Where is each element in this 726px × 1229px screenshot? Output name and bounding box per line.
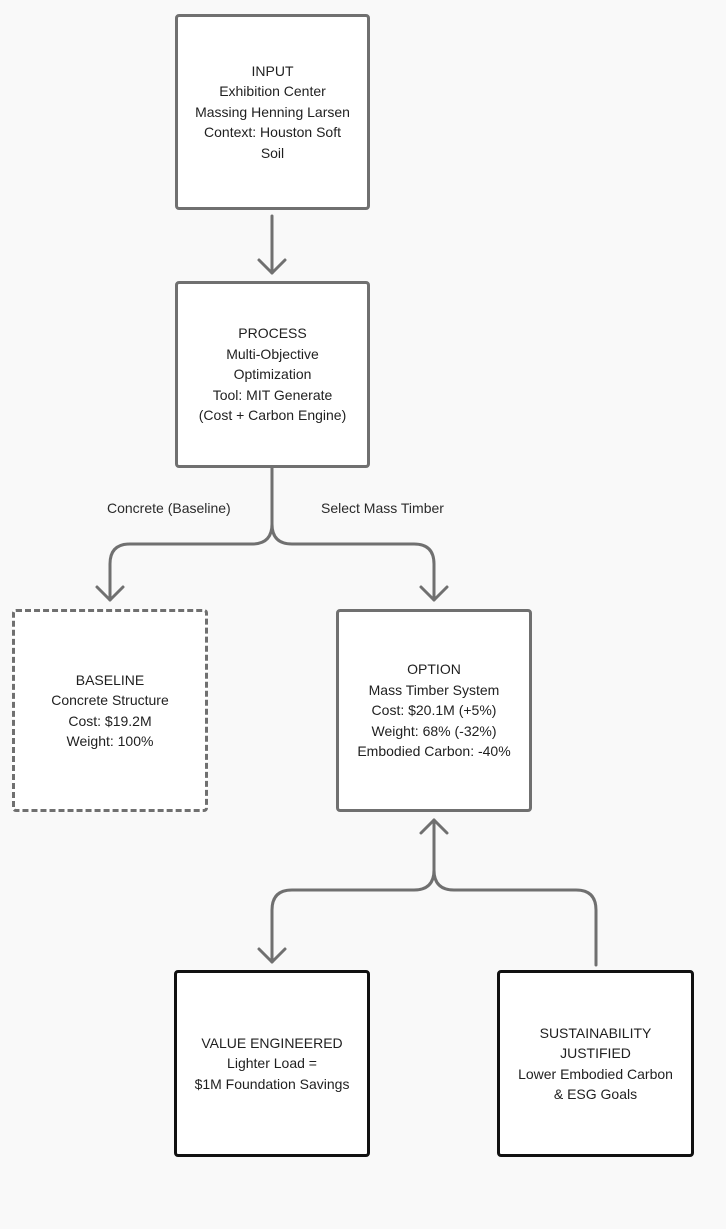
input-line: Massing Henning Larsen xyxy=(195,103,350,120)
baseline-line: Cost: $19.2M xyxy=(68,712,152,729)
option-title: OPTION xyxy=(407,661,461,678)
process-line: Multi-Objective xyxy=(226,345,319,362)
sustainability-node: SUSTAINABILITY JUSTIFIED Lower Embodied … xyxy=(497,970,694,1157)
baseline-line: Weight: 100% xyxy=(66,732,154,749)
option-line: Cost: $20.1M (+5%) xyxy=(371,702,497,719)
baseline-node: BASELINE Concrete Structure Cost: $19.2M… xyxy=(12,609,208,812)
input-node: INPUT Exhibition Center Massing Henning … xyxy=(175,14,370,210)
process-line: Tool: MIT Generate xyxy=(212,386,333,403)
sustainability-line: & ESG Goals xyxy=(553,1085,638,1102)
value-engineered-line: Lighter Load = xyxy=(227,1055,317,1072)
arrow-option-to-value-engineered xyxy=(270,818,436,964)
arrowhead-option xyxy=(419,585,449,602)
arrowhead-process xyxy=(257,258,287,275)
baseline-title: BASELINE xyxy=(75,671,145,688)
edge-label-select-mass-timber: Select Mass Timber xyxy=(317,500,448,516)
arrow-sustainability-to-option xyxy=(432,868,598,967)
input-line: Context: Houston Soft xyxy=(204,124,341,141)
edge-label-concrete-baseline: Concrete (Baseline) xyxy=(103,500,235,516)
sustainability-line: Lower Embodied Carbon xyxy=(518,1065,673,1082)
value-engineered-title: VALUE ENGINEERED xyxy=(201,1034,343,1051)
option-node: OPTION Mass Timber System Cost: $20.1M (… xyxy=(336,609,532,812)
arrowhead-value-engineered xyxy=(257,947,287,964)
value-engineered-node: VALUE ENGINEERED Lighter Load = $1M Foun… xyxy=(174,970,370,1157)
arrow-process-to-baseline xyxy=(108,466,274,602)
sustainability-title: JUSTIFIED xyxy=(560,1045,631,1062)
process-line: (Cost + Carbon Engine) xyxy=(198,407,347,424)
arrowhead-option-top xyxy=(419,818,449,835)
process-line: Optimization xyxy=(233,366,312,383)
arrow-process-to-option xyxy=(270,522,436,602)
input-line: Exhibition Center xyxy=(219,83,326,100)
process-title: PROCESS xyxy=(238,325,307,342)
option-line: Mass Timber System xyxy=(368,681,500,698)
input-line: Soil xyxy=(260,144,285,161)
process-node: PROCESS Multi-Objective Optimization Too… xyxy=(175,281,370,468)
value-engineered-line: $1M Foundation Savings xyxy=(194,1075,350,1092)
input-title: INPUT xyxy=(251,62,294,79)
option-line: Weight: 68% (-32%) xyxy=(371,722,497,739)
sustainability-title: SUSTAINABILITY xyxy=(539,1024,652,1041)
option-line: Embodied Carbon: -40% xyxy=(357,743,511,760)
arrowhead-baseline xyxy=(95,585,125,602)
baseline-line: Concrete Structure xyxy=(51,692,169,709)
